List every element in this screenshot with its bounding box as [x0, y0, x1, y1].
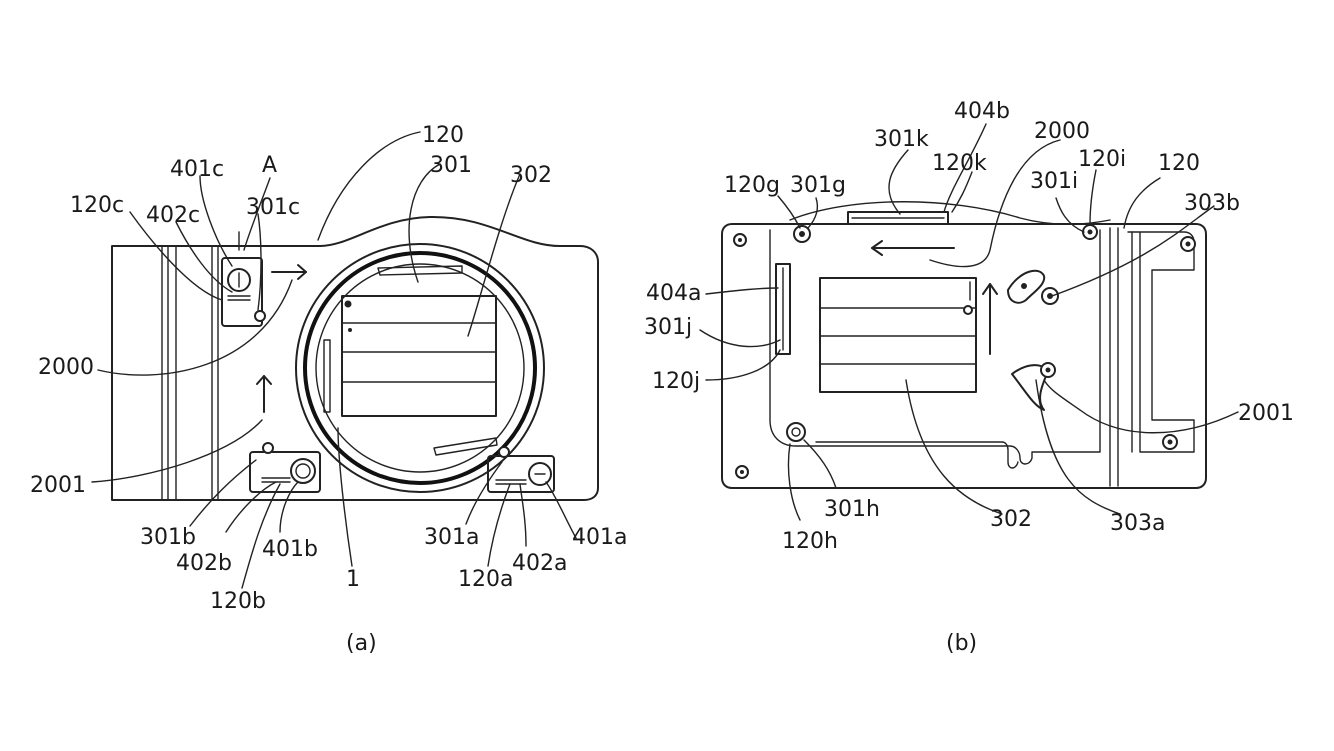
label-120: 120	[1158, 151, 1200, 176]
label-402a: 402a	[512, 551, 567, 576]
shutter-blades-a	[341, 295, 497, 417]
label-303a: 303a	[1110, 511, 1165, 536]
label-2000: 2000	[38, 355, 94, 380]
label-301: 301	[430, 153, 472, 178]
label-120j: 120j	[652, 369, 700, 394]
label-120: 120	[422, 123, 464, 148]
label-302: 302	[510, 163, 552, 188]
caption-a: (a)	[346, 631, 377, 656]
label-2000: 2000	[1034, 119, 1090, 144]
lever-303a	[1011, 362, 1056, 411]
mount-inner-ring	[315, 263, 525, 473]
label-301h: 301h	[824, 497, 880, 522]
label-2001: 2001	[30, 473, 86, 498]
mount-thick-ring	[303, 251, 537, 485]
shutter-blades-b	[819, 277, 977, 393]
module-b	[249, 442, 321, 493]
label-303b: 303b	[1184, 191, 1240, 216]
strip-404a	[775, 263, 791, 355]
figure-b: 404b 301k 2000 120k 120i 120 120g 301g 3…	[644, 99, 1294, 656]
label-301c: 301c	[246, 195, 300, 220]
mount-outer-ring	[295, 243, 545, 493]
label-301b: 301b	[140, 525, 196, 550]
label-404b: 404b	[954, 99, 1010, 124]
label-402b: 402b	[176, 551, 232, 576]
body-outline-b	[721, 223, 1207, 489]
label-2001: 2001	[1238, 401, 1294, 426]
label-301i: 301i	[1030, 169, 1078, 194]
label-A: A	[262, 153, 277, 178]
label-120i: 120i	[1078, 147, 1126, 172]
label-301k: 301k	[874, 127, 929, 152]
label-120h: 120h	[782, 529, 838, 554]
label-120b: 120b	[210, 589, 266, 614]
label-302: 302	[990, 507, 1032, 532]
label-401a: 401a	[572, 525, 627, 550]
label-120a: 120a	[458, 567, 513, 592]
label-120k: 120k	[932, 151, 987, 176]
label-301g: 301g	[790, 173, 846, 198]
body-outline-a	[111, 215, 599, 501]
label-301j: 301j	[644, 315, 692, 340]
label-301a: 301a	[424, 525, 479, 550]
label-1: 1	[346, 567, 360, 592]
module-c	[221, 231, 266, 327]
label-120c: 120c	[70, 193, 124, 218]
label-401c: 401c	[170, 157, 224, 182]
label-402c: 402c	[146, 203, 200, 228]
label-404a: 404a	[646, 281, 701, 306]
caption-b: (b)	[946, 631, 977, 656]
label-401b: 401b	[262, 537, 318, 562]
lever-303b	[1007, 269, 1059, 305]
label-120g: 120g	[724, 173, 780, 198]
figure-a: 120 301 302 401c A 120c 402c 301c 2000 2…	[30, 123, 627, 656]
module-a	[487, 446, 555, 493]
